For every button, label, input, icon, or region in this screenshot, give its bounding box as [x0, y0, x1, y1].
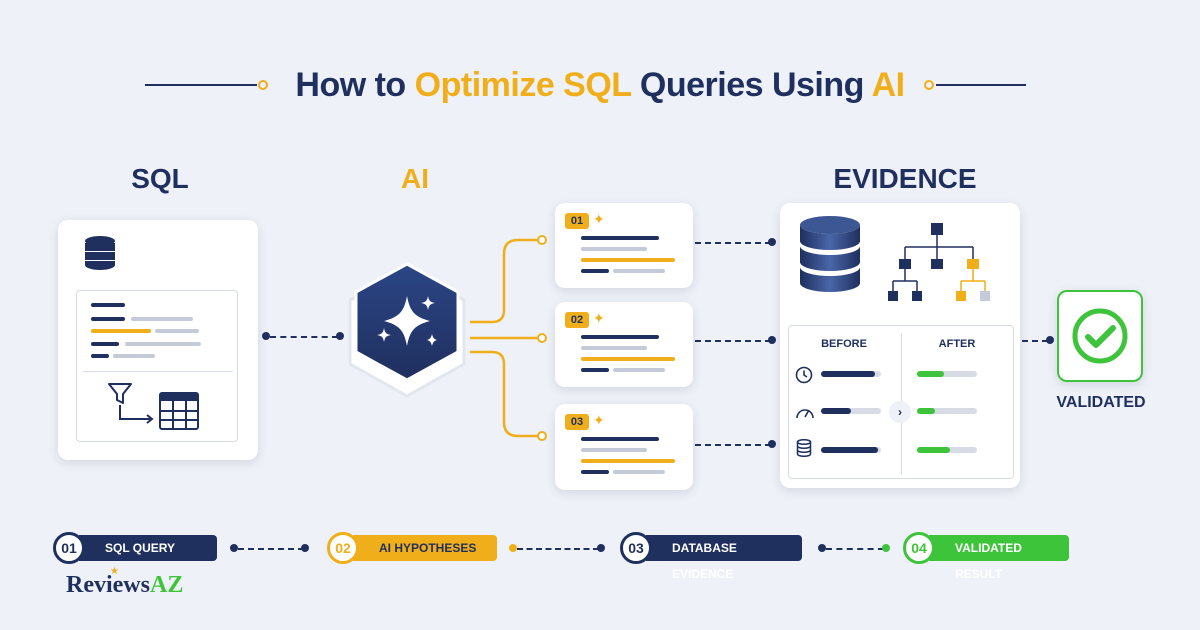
title-left-line	[145, 84, 257, 86]
connector-dot	[882, 544, 890, 552]
page-title: How to Optimize SQL Queries Using AI	[295, 66, 905, 104]
connector-dot	[301, 544, 309, 552]
after-bar-fill	[917, 447, 950, 453]
step-1: 01 SQL QUERY	[53, 532, 217, 564]
evidence-heading: EVIDENCE	[833, 163, 977, 194]
database-icon	[85, 236, 115, 270]
connector-dot	[1046, 336, 1054, 344]
speedometer-icon	[796, 409, 814, 419]
before-bar-fill	[821, 371, 875, 377]
connector-dot	[230, 544, 238, 552]
sql-to-ai-connector	[270, 336, 338, 338]
database-icon	[800, 216, 860, 292]
hypothesis-3-connector	[695, 444, 771, 446]
before-label: BEFORE	[821, 338, 867, 350]
title-right-dot	[924, 80, 934, 90]
connector-dot	[336, 332, 344, 340]
table-icon	[159, 392, 199, 430]
step-label: DATABASE EVIDENCE	[646, 535, 802, 581]
sql-code-panel	[76, 290, 238, 442]
query-plan-tree-icon	[888, 223, 990, 301]
filter-icon	[108, 383, 154, 424]
ai-hexagon-icon	[348, 262, 466, 398]
after-bar-fill	[917, 408, 935, 414]
step-number: 01	[53, 532, 85, 564]
after-bar-fill	[917, 371, 944, 377]
validated-badge	[1057, 290, 1143, 382]
sql-query-card	[58, 220, 258, 460]
hypothesis-badge: 02	[565, 312, 589, 328]
connector-dot	[768, 336, 776, 344]
hypothesis-card-2: 02 ✦	[555, 302, 693, 387]
step-label: AI HYPOTHESES	[353, 535, 497, 561]
step-connector	[517, 548, 599, 550]
before-after-panel: BEFORE AFTER ›	[788, 325, 1014, 479]
metric-arrow-icon: ›	[889, 401, 911, 423]
step-label: SQL QUERY	[79, 535, 217, 561]
evidence-to-validated-connector	[1022, 340, 1048, 342]
ai-heading: AI	[401, 163, 429, 194]
sql-heading: SQL	[131, 163, 189, 194]
logo-star-icon: ★	[110, 566, 119, 577]
validated-label: VALIDATED	[1056, 394, 1146, 411]
hypothesis-2-connector	[695, 340, 771, 342]
before-bar-track	[821, 408, 881, 414]
connector-dot	[768, 238, 776, 246]
step-3: 03 DATABASE EVIDENCE	[620, 532, 802, 581]
step-number: 03	[620, 532, 652, 564]
reviewsaz-logo: ReviewsAZ	[66, 572, 183, 599]
step-number: 02	[327, 532, 359, 564]
step-number: 04	[903, 532, 935, 564]
logo-text-az: AZ	[149, 572, 184, 598]
before-bar-fill	[821, 447, 878, 453]
step-label: VALIDATED RESULT	[929, 535, 1069, 581]
logo-text-reviews: Reviews	[66, 572, 150, 598]
check-circle-icon	[1072, 308, 1128, 364]
sparkle-icon: ✦	[593, 412, 605, 428]
clock-icon	[795, 366, 813, 384]
sparkle-icon: ✦	[593, 310, 605, 326]
step-2: 02 AI HYPOTHESES	[327, 532, 497, 564]
step-connector	[826, 548, 884, 550]
title-right-line	[936, 84, 1026, 86]
database-icon	[796, 439, 812, 457]
after-bar-track	[917, 408, 977, 414]
connector-dot	[509, 544, 517, 552]
hypothesis-1-connector	[695, 242, 771, 244]
hypothesis-badge: 03	[565, 414, 589, 430]
hypothesis-card-1: 01 ✦	[555, 203, 693, 288]
step-connector	[238, 548, 304, 550]
step-4: 04 VALIDATED RESULT	[903, 532, 1069, 581]
connector-dot	[818, 544, 826, 552]
sparkle-icon: ✦	[593, 211, 605, 227]
after-bar-track	[917, 371, 977, 377]
connector-dot	[262, 332, 270, 340]
title-left-dot	[258, 80, 268, 90]
ai-branch-connectors	[470, 235, 547, 441]
before-bar-fill	[821, 408, 851, 414]
hypothesis-card-3: 03 ✦	[555, 404, 693, 490]
evidence-card: BEFORE AFTER ›	[780, 203, 1020, 488]
after-label: AFTER	[938, 338, 976, 350]
connector-dot	[768, 440, 776, 448]
connector-dot	[597, 544, 605, 552]
hypothesis-badge: 01	[565, 213, 589, 229]
